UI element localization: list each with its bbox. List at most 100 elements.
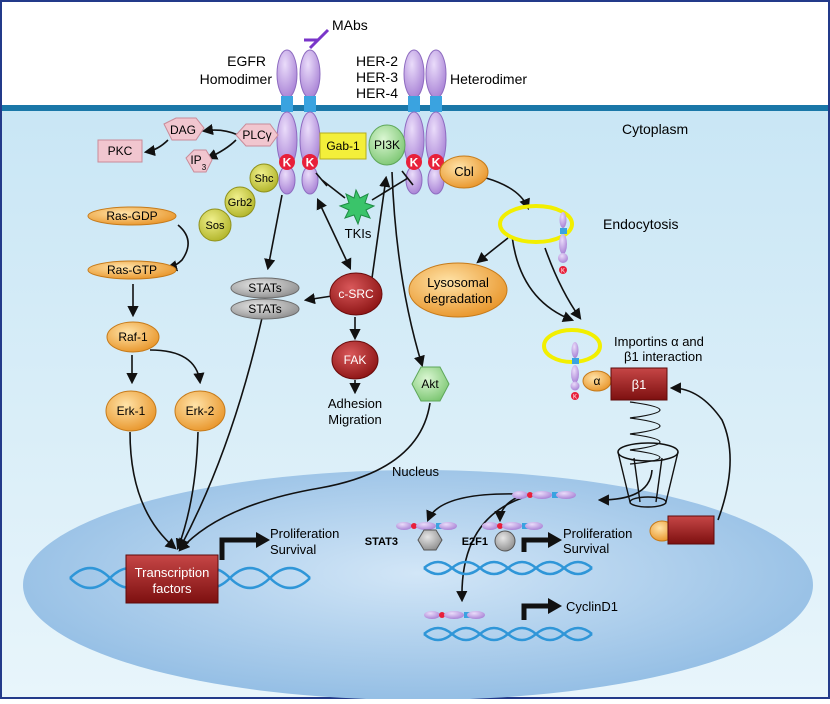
svg-text:K: K: [573, 395, 577, 401]
svg-text:β1: β1: [632, 377, 647, 392]
transcription-factors-node: Transcription factors: [125, 554, 219, 604]
nuclear-pore-channel: [629, 401, 661, 465]
svg-text:STATs: STATs: [248, 302, 282, 316]
label-tkis: TKIs: [345, 226, 372, 241]
svg-text:Sos: Sos: [206, 220, 225, 232]
stat3-hexagon-icon: [417, 529, 443, 551]
svg-text:Transcription: Transcription: [135, 565, 210, 580]
svg-text:degradation: degradation: [424, 291, 493, 306]
stats-node-top: STATs: [230, 277, 300, 299]
label-cytoplasm: Cytoplasm: [622, 121, 688, 137]
egfr-receptor-left: [276, 49, 298, 195]
raf1-node: Raf-1: [106, 321, 160, 353]
svg-text:α: α: [594, 374, 601, 388]
nucleus: [23, 470, 813, 700]
internalized-receptor: K: [558, 212, 568, 275]
label-heterodimer: Heterodimer: [450, 71, 527, 87]
svg-text:Raf-1: Raf-1: [118, 330, 148, 344]
nuclear-pore-basket: [617, 442, 679, 508]
endocytosis-vesicle-ring: [498, 204, 574, 244]
ras-gdp-node: Ras-GDP: [87, 206, 177, 226]
promoter-arrow-icon: [521, 603, 550, 620]
e2f1-sphere-icon: [494, 530, 516, 552]
label-endocytosis: Endocytosis: [603, 216, 678, 232]
pi3k-node: PI3K: [368, 124, 406, 166]
akt-node: Akt: [411, 366, 450, 402]
importin-alpha-node: α: [582, 370, 612, 392]
ras-gtp-node: Ras-GTP: [87, 260, 177, 280]
kinase-k-marker: K: [428, 154, 444, 170]
stats-node-bottom: STATs: [230, 298, 300, 320]
svg-text:STATs: STATs: [248, 281, 282, 295]
label-her2: HER-2: [356, 53, 398, 69]
nuclear-receptor-main: [512, 491, 576, 499]
plc-gamma-node: PLCγ: [235, 123, 279, 147]
svg-text:Akt: Akt: [421, 377, 439, 391]
svg-text:DAG: DAG: [170, 123, 196, 137]
kinase-k-marker: K: [302, 154, 318, 170]
cbl-node: Cbl: [439, 155, 489, 189]
promoter-arrowhead-icon: [256, 532, 270, 548]
svg-text:Ras-GTP: Ras-GTP: [107, 263, 157, 277]
label-stat3: STAT3: [365, 536, 398, 548]
label-importins-line2: β1 interaction: [624, 349, 702, 364]
svg-text:K: K: [410, 156, 419, 170]
erk2-node: Erk-2: [174, 390, 226, 432]
svg-text:Erk-1: Erk-1: [117, 404, 146, 418]
svg-text:PLCγ: PLCγ: [242, 128, 271, 142]
lysosomal-degradation-node: Lysosomal degradation: [408, 262, 508, 318]
svg-text:Lysosomal: Lysosomal: [427, 275, 489, 290]
importin-beta1-node: β1: [610, 367, 668, 401]
svg-text:PI3K: PI3K: [374, 138, 400, 152]
kinase-k-marker: K: [406, 154, 422, 170]
tkis-star-icon: [338, 188, 376, 226]
svg-text:K: K: [432, 156, 441, 170]
svg-text:FAK: FAK: [344, 353, 367, 367]
nuclear-receptor-e2f1: [482, 522, 543, 530]
svg-text:PKC: PKC: [108, 144, 133, 158]
label-importins-line1: Importins α and: [614, 334, 704, 349]
shc-node: Shc: [249, 163, 279, 193]
label-her3: HER-3: [356, 69, 398, 85]
her-receptor-left: [403, 49, 425, 195]
label-e2f1: E2F1: [462, 536, 488, 548]
sos-node: Sos: [198, 208, 232, 242]
label-migration: Migration: [328, 412, 381, 427]
promoter-arrow-icon: [521, 537, 550, 552]
ip3-node: IP 3: [185, 149, 213, 173]
label-adhesion: Adhesion: [328, 396, 382, 411]
grb2-node: Grb2: [224, 186, 256, 218]
label-survival-right: Survival: [563, 541, 609, 556]
svg-text:Gab-1: Gab-1: [326, 139, 360, 153]
egfr-receptor-right: [299, 49, 321, 195]
dna-helix-middle: [423, 560, 593, 576]
svg-text:3: 3: [202, 163, 207, 172]
label-proliferation-left: Proliferation: [270, 526, 339, 541]
label-cyclind1: CyclinD1: [566, 599, 618, 614]
svg-text:c-SRC: c-SRC: [338, 287, 374, 301]
svg-text:K: K: [283, 156, 292, 170]
fak-node: FAK: [331, 340, 379, 380]
svg-text:factors: factors: [152, 581, 192, 596]
importin-beta1-exit-node: [649, 515, 715, 545]
label-nucleus: Nucleus: [392, 464, 439, 479]
svg-text:Grb2: Grb2: [228, 197, 252, 209]
label-homodimer: Homodimer: [200, 71, 273, 87]
kinase-k-marker: K: [279, 154, 295, 170]
svg-text:Cbl: Cbl: [454, 164, 474, 179]
svg-text:K: K: [561, 269, 565, 275]
pkc-node: PKC: [97, 139, 143, 163]
dna-helix-bottom: [423, 626, 593, 642]
nuclear-receptor-stat3: [396, 522, 457, 530]
nuclear-receptor-cyclind1: [424, 611, 485, 619]
gab1-node: Gab-1: [319, 132, 367, 160]
svg-text:Shc: Shc: [255, 173, 274, 185]
c-src-node: c-SRC: [329, 272, 383, 316]
promoter-arrow-icon: [219, 537, 258, 560]
svg-text:Ras-GDP: Ras-GDP: [106, 209, 157, 223]
promoter-arrowhead-icon: [548, 598, 562, 614]
svg-text:Erk-2: Erk-2: [186, 404, 215, 418]
mabs-antibody-icon: [304, 28, 330, 50]
